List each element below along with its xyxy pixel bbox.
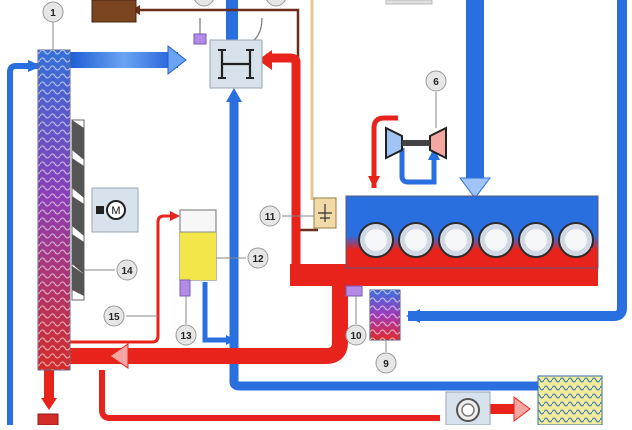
lower-radiator-piece [37, 413, 59, 426]
motor-label: M [111, 205, 120, 217]
svg-text:6: 6 [433, 77, 439, 88]
svg-text:10: 10 [350, 331, 362, 342]
top-right-box [385, 0, 433, 5]
arrow-into-cooler [513, 396, 531, 422]
svg-text:12: 12 [252, 254, 264, 265]
arrow-to-radiator-bottom [109, 343, 129, 369]
engine-block [345, 195, 599, 269]
level-sensor [179, 279, 191, 297]
callout-15: 15 [103, 305, 125, 327]
callout-14: 14 [116, 259, 138, 281]
turbocharger [385, 126, 447, 160]
turbo-cold-loop [399, 148, 437, 185]
arrow-into-radiator [28, 60, 42, 72]
exchanger-sensor [345, 285, 363, 297]
callout-partial-left [194, 0, 214, 7]
right-return-loop [408, 0, 627, 321]
callout-11: 11 [259, 205, 281, 227]
svg-text:9: 9 [383, 359, 389, 370]
coolant-pump [445, 391, 491, 426]
tank-to-return-pipe [202, 282, 234, 343]
callout-6: 6 [425, 70, 447, 92]
thermostat-housing [209, 39, 263, 89]
thermostat-to-pump-pipe [229, 96, 540, 391]
arrow-to-thermostat [167, 44, 187, 76]
fan-motor: M [91, 187, 139, 233]
svg-text:13: 13 [180, 331, 192, 342]
top-center-blue-pipe [226, 0, 238, 40]
hot-return-to-thermostat [266, 53, 301, 270]
radiator-bottom-outlet [44, 370, 54, 400]
callout-13: 13 [175, 324, 197, 346]
arrow-to-return [226, 335, 236, 345]
hot-to-radiator-pipe [70, 280, 348, 364]
heat-exchanger [369, 289, 401, 341]
arrow-radiator-down [41, 398, 57, 410]
callout-9: 9 [375, 352, 397, 374]
left-cold-pipe [7, 63, 40, 425]
oil-reservoir [91, 0, 137, 23]
right-cold-supply-pipe [466, 0, 484, 186]
arrow-hot-into-thermostat [258, 50, 272, 70]
temperature-sensor [193, 33, 207, 45]
callout-12: 12 [247, 247, 269, 269]
pipes [7, 0, 627, 425]
engine-hot-outlet [290, 264, 598, 286]
arrow-up-thermostat [226, 88, 242, 102]
bottom-hot-pipe [99, 370, 440, 421]
arrow-into-tank [170, 211, 180, 221]
cylinders [358, 222, 594, 258]
radiator [37, 49, 71, 371]
callout-partial-right [266, 0, 286, 7]
turbo-hot-loop [371, 115, 398, 188]
svg-text:14: 14 [121, 266, 133, 277]
tank-vent-hot-pipe [70, 214, 176, 344]
arrow-turbo-down [368, 176, 380, 188]
radiator-to-thermostat-pipe [70, 52, 178, 68]
svg-text:15: 15 [108, 312, 120, 323]
pump-to-cooler-pipe [490, 404, 514, 414]
expansion-tank [179, 209, 217, 281]
arrow-turbo-up [428, 148, 440, 160]
auxiliary-cooler [537, 375, 603, 426]
fan-assembly [71, 119, 85, 301]
callout-10: 10 [345, 324, 367, 346]
arrow-down-to-engine [459, 177, 491, 199]
callout-1: 1 [42, 1, 64, 23]
valve-11 [313, 197, 337, 229]
svg-text:11: 11 [265, 212, 276, 223]
arrow-into-exchanger [406, 309, 420, 323]
svg-text:1: 1 [50, 8, 56, 19]
callout-leaders [52, 22, 437, 352]
